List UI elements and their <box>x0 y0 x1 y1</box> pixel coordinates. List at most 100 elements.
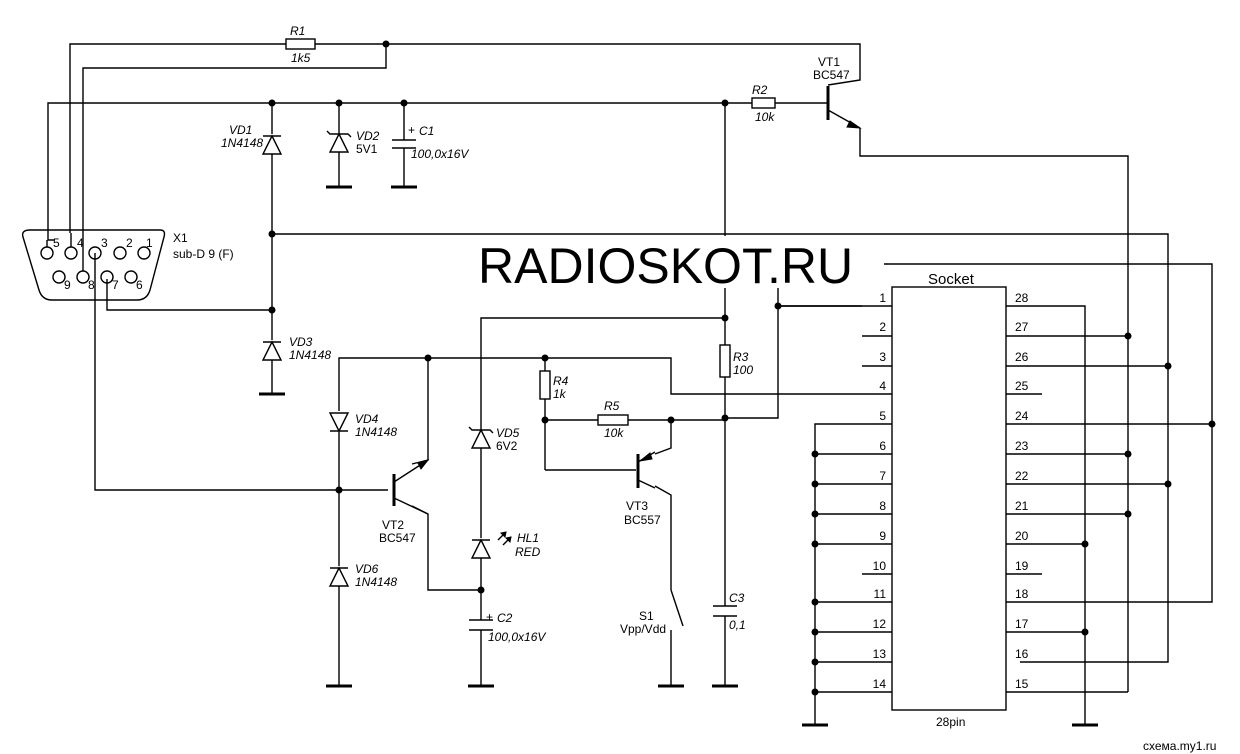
vd5-ref: VD5 <box>496 426 520 440</box>
r4-ref: R4 <box>553 374 569 388</box>
c3-ref: C3 <box>729 591 745 605</box>
socket-pin-5: 5 <box>879 409 886 423</box>
capacitor-c2: + C2 100,0x16V <box>469 610 546 644</box>
resistor-r1: R1 1k5 <box>285 24 316 65</box>
vd1-ref: VD1 <box>229 123 252 137</box>
wires <box>47 43 1213 724</box>
transistor-vt1: VT1 BC547 <box>813 55 862 129</box>
socket-pin-17: 17 <box>1015 617 1029 631</box>
capacitor-c1: + C1 100,0x16V <box>392 123 469 161</box>
socket-pin-7: 7 <box>879 469 886 483</box>
vd4-ref: VD4 <box>355 412 379 426</box>
x1-pin-1: 1 <box>146 236 153 250</box>
resistor-r3: R3 100 <box>719 344 753 378</box>
resistor-r5: R5 10k <box>597 399 629 440</box>
capacitor-c3: C3 0,1 <box>713 591 746 632</box>
socket-pin-12: 12 <box>873 617 887 631</box>
r2-value: 10k <box>755 110 775 124</box>
socket-pin-15: 15 <box>1015 677 1029 691</box>
socket-pin-3: 3 <box>879 350 886 364</box>
x1-pin-5: 5 <box>53 236 60 250</box>
x1-pin-3: 3 <box>101 236 108 250</box>
socket-pin-1: 1 <box>879 291 886 305</box>
socket-pin-21: 21 <box>1015 499 1029 513</box>
socket-pin-14: 14 <box>873 677 887 691</box>
x1-pin-8: 8 <box>88 278 95 292</box>
socket-pin-8: 8 <box>879 499 886 513</box>
vd4-value: 1N4148 <box>355 425 397 439</box>
socket-pin-4: 4 <box>879 379 886 393</box>
socket-pin-2: 2 <box>879 320 886 334</box>
socket-pin-26: 26 <box>1015 350 1029 364</box>
junction-dots <box>268 40 1216 696</box>
vd2-value: 5V1 <box>356 142 378 156</box>
zener-vd5: VD5 6V2 <box>468 426 520 453</box>
socket-pin-10: 10 <box>873 559 887 573</box>
r1-value: 1k5 <box>291 51 311 65</box>
vt1-ref: VT1 <box>818 55 840 69</box>
socket-left-pin-labels: 1 2 3 4 5 6 7 8 9 10 11 12 13 14 <box>873 291 887 691</box>
x1-pin-6: 6 <box>136 278 143 292</box>
s1-value: Vpp/Vdd <box>620 622 666 636</box>
socket-28pin: Socket 28pin 1 2 3 4 5 6 7 8 9 10 11 12 … <box>873 271 1029 729</box>
resistor-r4: R4 1k <box>539 370 569 401</box>
c1-plus: + <box>408 123 415 137</box>
hl1-ref: HL1 <box>517 531 539 545</box>
diode-vd6: VD6 1N4148 <box>328 562 397 589</box>
x1-ref: X1 <box>173 231 188 245</box>
connector-x1: 5 4 3 2 1 9 8 7 6 X1 sub-D 9 (F) <box>21 229 234 301</box>
switch-s1: S1 Vpp/Vdd <box>620 589 684 636</box>
vt2-value: BC547 <box>379 531 416 545</box>
vd6-value: 1N4148 <box>355 575 397 589</box>
transistor-vt3: VT3 BC557 <box>624 451 661 527</box>
vd2-ref: VD2 <box>356 129 380 143</box>
c1-value: 100,0x16V <box>411 147 469 161</box>
ground-symbols <box>259 185 1098 727</box>
socket-pin-19: 19 <box>1015 559 1029 573</box>
diode-vd4: VD4 1N4148 <box>328 412 397 439</box>
resistor-r2: R2 10k <box>751 83 776 124</box>
r2-ref: R2 <box>752 83 768 97</box>
r1-ref: R1 <box>290 24 305 38</box>
socket-pin-28: 28 <box>1015 291 1029 305</box>
r5-ref: R5 <box>604 399 620 413</box>
vt2-ref: VT2 <box>382 518 404 532</box>
x1-pin-4: 4 <box>77 236 84 250</box>
hl1-value: RED <box>515 545 541 559</box>
footer-credit: схема.my1.ru <box>1143 739 1216 753</box>
r3-value: 100 <box>733 363 753 377</box>
socket-pin-27: 27 <box>1015 320 1029 334</box>
socket-pin-23: 23 <box>1015 439 1029 453</box>
socket-pin-24: 24 <box>1015 409 1029 423</box>
transistor-vt2: VT2 BC547 <box>379 459 430 545</box>
c3-value: 0,1 <box>729 618 746 632</box>
footer-backdrop <box>1140 738 1240 754</box>
socket-pin-13: 13 <box>873 647 887 661</box>
c1-ref: C1 <box>419 124 434 138</box>
socket-footer: 28pin <box>936 715 965 729</box>
r3-ref: R3 <box>733 350 749 364</box>
zener-vd2: VD2 5V1 <box>326 129 380 156</box>
vd1-value: 1N4148 <box>221 136 263 150</box>
led-hl1: HL1 RED <box>470 531 541 559</box>
socket-title: Socket <box>928 271 975 288</box>
vd3-value: 1N4148 <box>289 348 331 362</box>
c2-ref: C2 <box>497 611 513 625</box>
x1-pin-7: 7 <box>112 278 119 292</box>
socket-pin-11: 11 <box>874 587 887 601</box>
watermark: RADIOSKOT.RU <box>478 238 853 294</box>
s1-ref: S1 <box>639 609 654 623</box>
x1-pin-9: 9 <box>64 278 71 292</box>
c2-value: 100,0x16V <box>488 630 546 644</box>
x1-type: sub-D 9 (F) <box>173 247 234 261</box>
vt1-value: BC547 <box>813 68 850 82</box>
vd5-value: 6V2 <box>496 439 518 453</box>
r5-value: 10k <box>604 426 624 440</box>
vd6-ref: VD6 <box>355 562 379 576</box>
socket-pin-18: 18 <box>1015 587 1029 601</box>
c2-plus: + <box>486 610 493 624</box>
watermark-backdrop <box>474 236 884 288</box>
socket-right-pin-labels: 28 27 26 25 24 23 22 21 20 19 18 17 16 1… <box>1015 291 1029 691</box>
x1-pin-2: 2 <box>126 236 133 250</box>
